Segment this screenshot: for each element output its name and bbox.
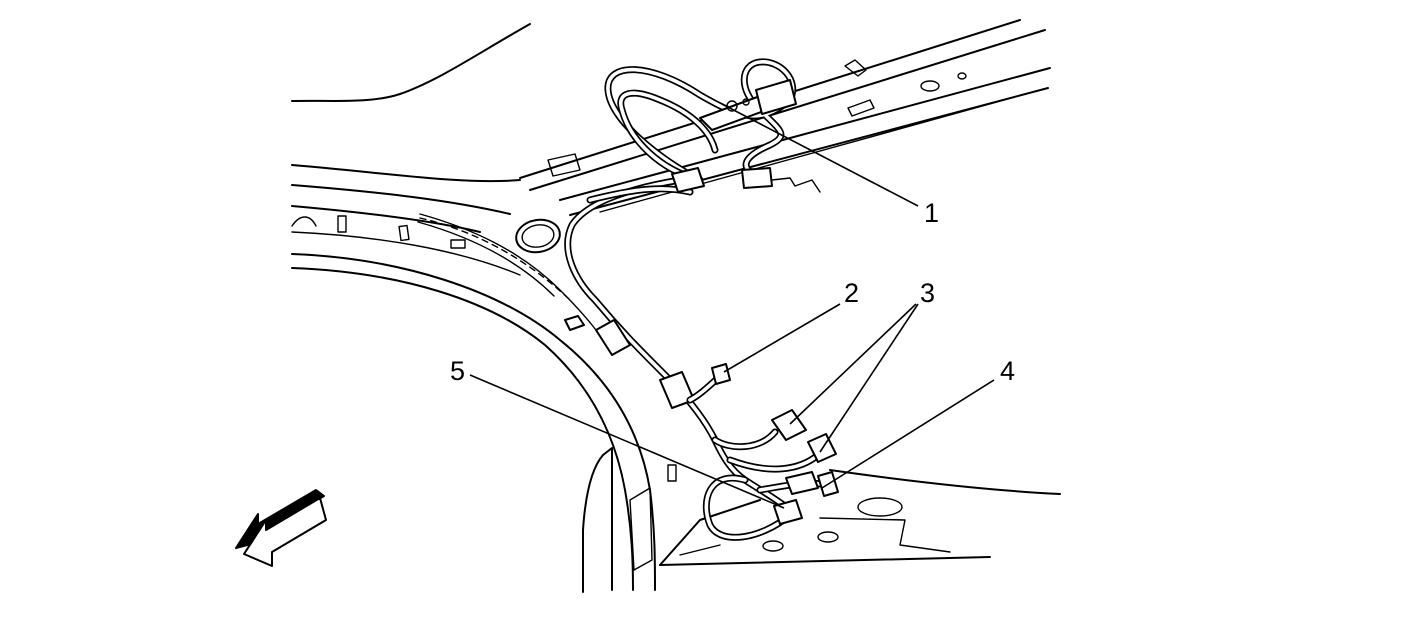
callout-5: 5 xyxy=(450,356,465,386)
callout-2: 2 xyxy=(844,278,859,308)
callout-3: 3 xyxy=(920,278,935,308)
front-of-vehicle-arrow-icon xyxy=(235,489,327,567)
callout-1: 1 xyxy=(924,198,939,228)
leader-lines xyxy=(469,103,995,509)
callout-labels: 1 2 3 4 5 xyxy=(450,198,1015,386)
wiring-harness xyxy=(564,58,839,541)
callout-4: 4 xyxy=(1000,356,1015,386)
body-panel-outlines xyxy=(291,19,1061,593)
